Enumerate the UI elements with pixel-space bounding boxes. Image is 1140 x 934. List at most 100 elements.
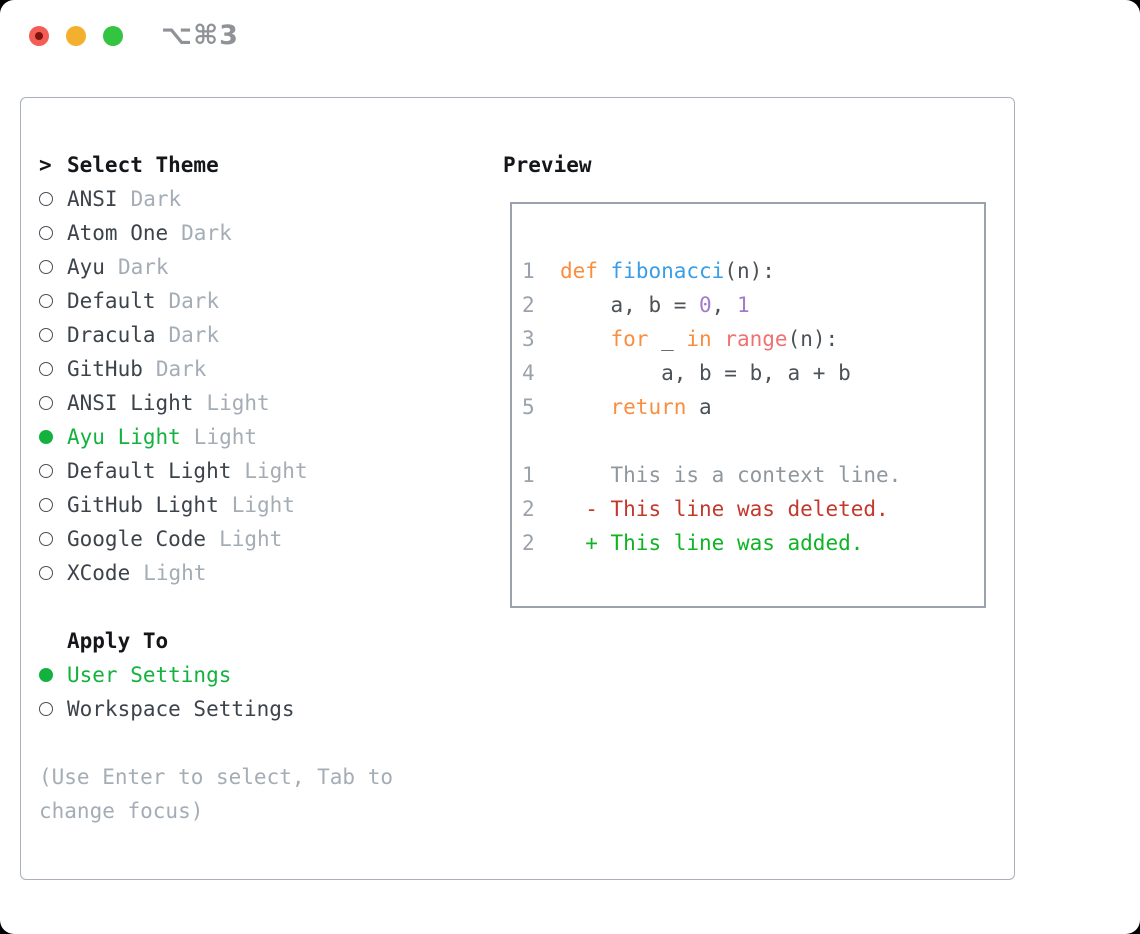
spacer [39, 726, 439, 760]
theme-option-variant: Dark [130, 187, 182, 211]
code-segment: for [610, 327, 649, 351]
code-segment: (n): [724, 259, 775, 283]
radio-icon [39, 260, 67, 274]
theme-option-variant: Light [219, 527, 283, 551]
theme-option-name: Atom One [67, 221, 169, 245]
radio-unselected-icon [39, 464, 53, 478]
radio-icon [39, 498, 67, 512]
theme-option[interactable]: Ayu Dark [39, 250, 439, 284]
help-text: (Use Enter to select, Tab to change focu… [39, 765, 394, 823]
theme-option-variant: Light [231, 493, 295, 517]
theme-option[interactable]: Ayu Light Light [39, 420, 439, 454]
code-segment: _ [648, 327, 687, 351]
code-segment: in [686, 327, 712, 351]
radio-icon [39, 566, 67, 580]
code-line: 4 a, b = b, a + b [522, 356, 901, 390]
code-segment: - This line was deleted. [559, 497, 889, 521]
theme-option[interactable]: ANSI Dark [39, 182, 439, 216]
radio-selected-icon [39, 430, 53, 444]
close-button[interactable] [29, 26, 49, 46]
line-number: 2 [522, 293, 560, 317]
radio-icon [39, 396, 67, 410]
code-segment: a, b = [559, 293, 700, 317]
window-title: ⌥⌘3 [161, 20, 239, 51]
radio-unselected-icon [39, 396, 53, 410]
code-segment: a [686, 395, 712, 419]
radio-unselected-icon [39, 260, 53, 274]
zoom-button[interactable] [103, 26, 123, 46]
radio-unselected-icon [39, 226, 53, 240]
line-number: 2 [522, 497, 560, 521]
theme-option-variant: Light [193, 425, 258, 449]
radio-unselected-icon [39, 192, 53, 206]
theme-option-name: ANSI [67, 187, 118, 211]
code-line: 2 - This line was deleted. [522, 492, 901, 526]
line-number: 1 [522, 259, 560, 283]
theme-option-name: Google Code [67, 527, 207, 551]
theme-option-name: GitHub [67, 357, 143, 381]
theme-option[interactable]: GitHub Dark [39, 352, 439, 386]
radio-icon [39, 328, 67, 342]
theme-option-name: Ayu Light [67, 425, 181, 449]
code-segment [560, 327, 611, 351]
theme-option-variant: Dark [155, 357, 207, 381]
minimize-button[interactable] [66, 26, 86, 46]
apply-option[interactable]: Workspace Settings [39, 692, 439, 726]
radio-unselected-icon [39, 362, 53, 376]
theme-option[interactable]: Google Code Light [39, 522, 439, 556]
code-line: 5 return a [522, 390, 901, 424]
radio-unselected-icon [39, 294, 53, 308]
radio-icon [39, 294, 67, 308]
code-segment: (n): [787, 327, 839, 351]
code-segment: 1 [736, 293, 750, 317]
theme-option-variant: Light [206, 391, 270, 415]
code-segment: , [711, 293, 737, 317]
radio-unselected-icon [39, 702, 53, 716]
theme-option-name: Ayu [67, 255, 105, 279]
line-number: 1 [522, 463, 560, 487]
theme-option-variant: Dark [168, 323, 220, 347]
code-segment: This is a context line. [559, 463, 902, 487]
line-number: 3 [522, 327, 560, 351]
code-segment: + This line was added. [559, 531, 864, 555]
code-segment [560, 395, 611, 419]
radio-unselected-icon [39, 328, 53, 342]
code-segment: 0 [699, 293, 712, 317]
code-segment: range [724, 327, 788, 351]
apply-option-label: User Settings [67, 663, 232, 687]
code-line: 1 def fibonacci(n): [522, 254, 901, 288]
preview-header: Preview [503, 153, 592, 177]
code-segment: fibonacci [610, 259, 725, 283]
select-theme-header: > Select Theme [39, 148, 439, 182]
code-line: 2 a, b = 0, 1 [522, 288, 901, 322]
theme-option-variant: Dark [168, 289, 220, 313]
apply-option[interactable]: User Settings [39, 658, 439, 692]
radio-icon [39, 430, 67, 444]
theme-option-name: XCode [67, 561, 131, 585]
select-theme-header-label: Select Theme [67, 153, 219, 177]
apply-to-header-label: Apply To [67, 629, 169, 653]
radio-icon [39, 464, 67, 478]
code-segment [712, 327, 725, 351]
code-segment: a, b = b, a + b [559, 361, 851, 385]
radio-icon [39, 192, 67, 206]
code-line: 2 + This line was added. [522, 526, 901, 560]
theme-option-variant: Dark [117, 255, 169, 279]
code-segment [598, 259, 611, 283]
line-number: 5 [522, 395, 560, 419]
code-line: 1 This is a context line. [522, 458, 901, 492]
radio-unselected-icon [39, 566, 53, 580]
